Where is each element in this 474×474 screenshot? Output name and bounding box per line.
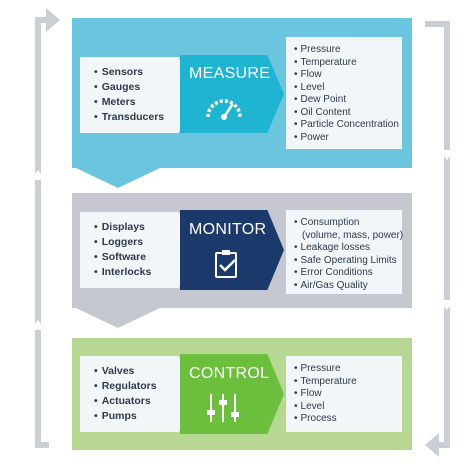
monitor-input-item: Displays <box>94 220 190 235</box>
monitor-inputs-box: Displays Loggers Software Interlocks <box>80 212 190 288</box>
monitor-output-item: Safe Operating Limits <box>294 255 402 268</box>
control-output-item: Pressure <box>294 363 402 376</box>
control-title: CONTROL <box>189 365 270 382</box>
measure-stage: MEASURE <box>180 55 284 133</box>
control-output-item: Process <box>294 413 402 426</box>
control-input-item: Pumps <box>94 409 190 424</box>
measure-output-item: Flow <box>294 69 402 82</box>
measure-input-item: Meters <box>94 95 190 110</box>
monitor-down-arrow <box>76 308 160 328</box>
measure-inputs-box: Sensors Gauges Meters Transducers <box>80 57 190 133</box>
monitor-stage: MONITOR <box>180 210 284 290</box>
measure-down-arrow <box>76 168 160 188</box>
monitor-output-item: Error Conditions <box>294 267 402 280</box>
clipboard-check-icon <box>215 250 237 278</box>
control-output-item: Flow <box>294 388 402 401</box>
monitor-output-item: Leakage losses <box>294 242 402 255</box>
monitor-title: MONITOR <box>189 221 267 238</box>
gauge-icon <box>206 99 242 120</box>
measure-output-item: Level <box>294 82 402 95</box>
measure-output-item: Power <box>294 132 402 145</box>
measure-title: MEASURE <box>189 65 271 82</box>
control-input-item: Valves <box>94 364 190 379</box>
measure-output-item: Pressure <box>294 44 402 57</box>
monitor-outputs-box: Consumption (volume, mass, power) Leakag… <box>286 210 404 294</box>
measure-input-item: Gauges <box>94 80 190 95</box>
monitor-output-item: Consumption <box>294 217 402 230</box>
monitor-input-item: Interlocks <box>94 265 190 280</box>
measure-output-item: Temperature <box>294 57 402 70</box>
control-output-item: Level <box>294 401 402 414</box>
control-input-item: Actuators <box>94 394 190 409</box>
sliders-icon <box>207 394 239 422</box>
control-input-item: Regulators <box>94 379 190 394</box>
measure-output-item: Dew Point <box>294 94 402 107</box>
monitor-input-item: Software <box>94 250 190 265</box>
monitor-output-item: (volume, mass, power) <box>302 229 404 241</box>
monitor-output-item: Air/Gas Quality <box>294 280 402 293</box>
control-inputs-box: Valves Regulators Actuators Pumps <box>80 356 190 432</box>
measure-output-item: Particle Concentration <box>294 119 402 132</box>
right-loop-arrow <box>425 21 455 457</box>
control-output-item: Temperature <box>294 376 402 389</box>
control-outputs-box: Pressure Temperature Flow Level Process <box>286 356 402 432</box>
measure-output-item: Oil Content <box>294 107 402 120</box>
control-stage: CONTROL <box>180 354 284 434</box>
monitor-input-item: Loggers <box>94 235 190 250</box>
left-loop-arrow <box>30 8 60 448</box>
measure-outputs-box: Pressure Temperature Flow Level Dew Poin… <box>286 37 402 149</box>
measure-input-item: Transducers <box>94 110 190 125</box>
measure-input-item: Sensors <box>94 65 190 80</box>
